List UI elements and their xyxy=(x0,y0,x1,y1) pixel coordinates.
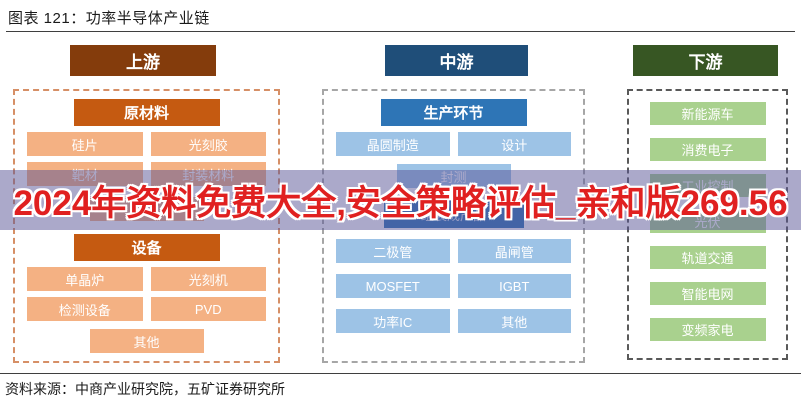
page-title: 图表 121：功率半导体产业链 xyxy=(8,10,210,27)
raw-materials-row-1: 硅片 光刻胶 xyxy=(15,132,278,156)
production-header: 生产环节 xyxy=(380,99,527,126)
item-inverter-appliances: 变频家电 xyxy=(649,318,766,341)
midstream-column-header: 中游 xyxy=(385,45,528,76)
item-mosfet: MOSFET xyxy=(336,274,450,298)
item-inspection-equipment: 检测设备 xyxy=(27,297,143,321)
upstream-column-header: 上游 xyxy=(70,45,216,76)
title-divider xyxy=(6,31,795,32)
products-row-3: 功率IC 其他 xyxy=(324,309,583,333)
item-design: 设计 xyxy=(457,132,571,156)
products-row-1: 二极管 晶闸管 xyxy=(324,239,583,263)
source-note: 资料来源：中商产业研究院，五矿证券研究所 xyxy=(5,381,285,397)
item-consumer-electronics: 消费电子 xyxy=(649,138,766,161)
downstream-column-header: 下游 xyxy=(633,45,778,76)
item-smart-grid: 智能电网 xyxy=(649,282,766,305)
item-wafer-fabrication: 晶圆制造 xyxy=(336,132,450,156)
item-rail-transit: 轨道交通 xyxy=(649,246,766,269)
item-new-energy-vehicles: 新能源车 xyxy=(649,102,766,125)
item-pvd: PVD xyxy=(150,297,266,321)
footer-divider xyxy=(0,373,801,374)
equipment-row-2: 检测设备 PVD xyxy=(15,297,278,321)
equipment-row-1: 单晶炉 光刻机 xyxy=(15,267,278,291)
raw-materials-header: 原材料 xyxy=(73,99,220,126)
item-igbt: IGBT xyxy=(457,274,571,298)
item-crystal-furnace: 单晶炉 xyxy=(27,267,143,291)
item-thyristor: 晶闸管 xyxy=(457,239,571,263)
item-silicon-wafer: 硅片 xyxy=(27,132,143,156)
production-row: 晶圆制造 设计 xyxy=(324,132,583,156)
products-row-2: MOSFET IGBT xyxy=(324,274,583,298)
item-photoresist: 光刻胶 xyxy=(150,132,266,156)
item-power-ic: 功率IC xyxy=(336,309,450,333)
item-diode: 二极管 xyxy=(336,239,450,263)
item-products-other: 其他 xyxy=(457,309,571,333)
equipment-header: 设备 xyxy=(73,234,220,261)
equipment-other: 其他 xyxy=(89,329,204,353)
watermark-banner: 2024年资料免费大全,安全策略评估_亲和版269.56 xyxy=(0,170,801,230)
item-lithography-machine: 光刻机 xyxy=(150,267,266,291)
watermark-text: 2024年资料免费大全,安全策略评估_亲和版269.56 xyxy=(13,183,788,223)
